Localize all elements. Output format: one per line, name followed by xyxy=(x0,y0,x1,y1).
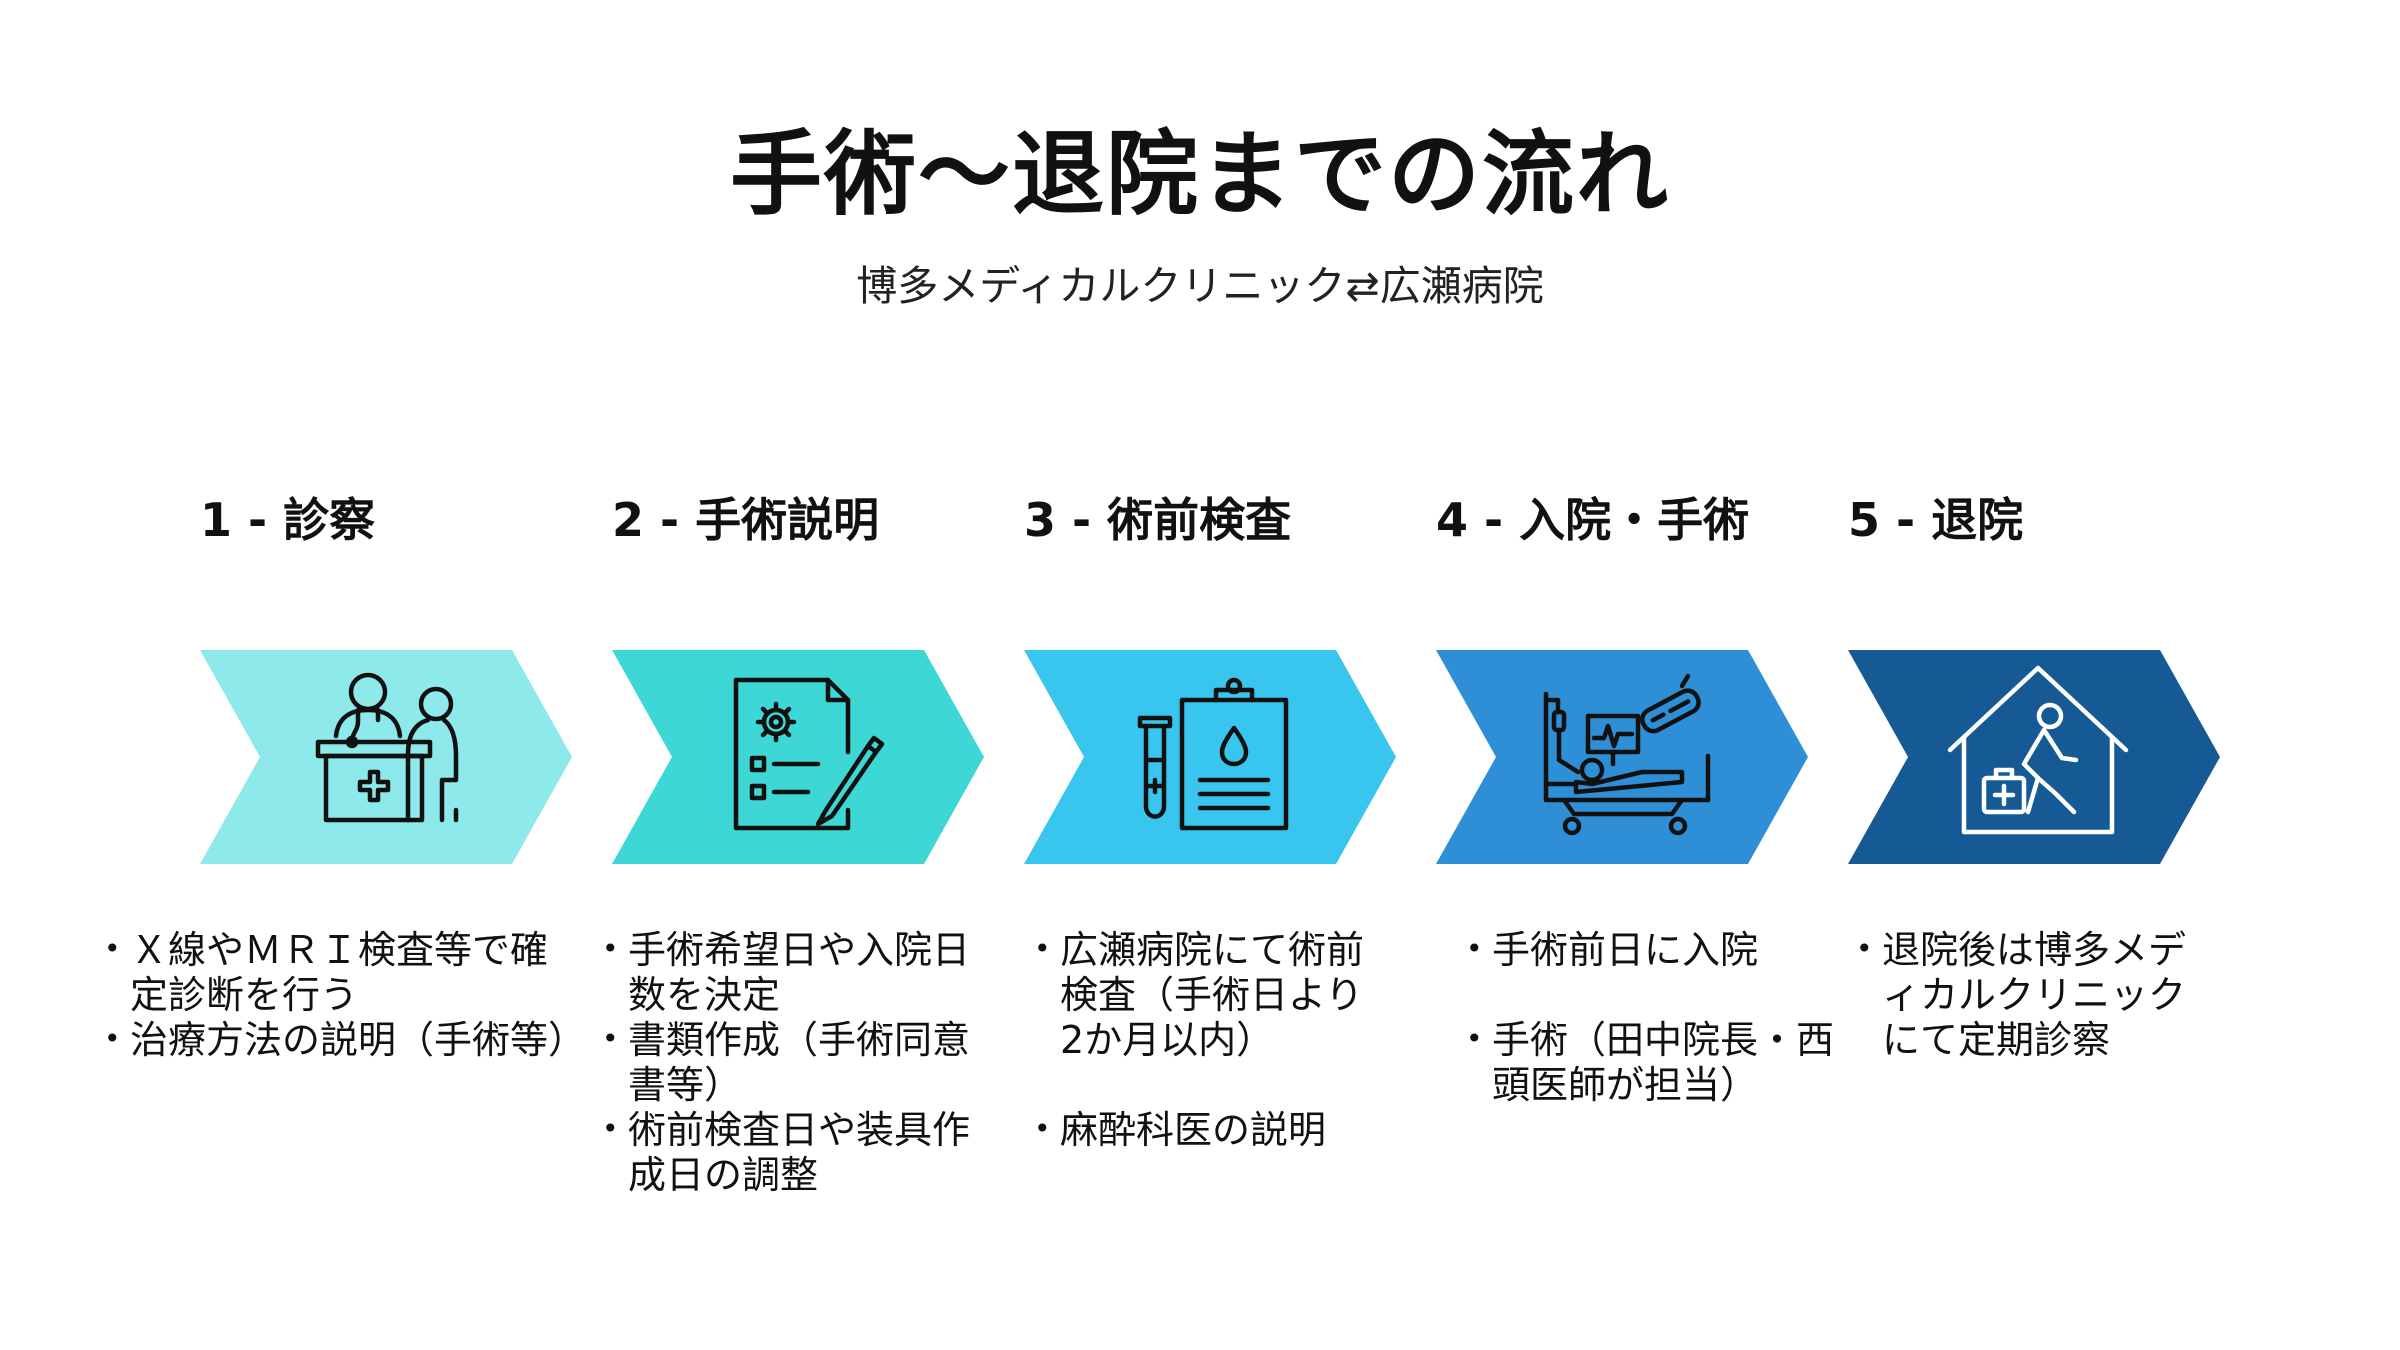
step-2: 2 - 手術説明 手術希望日や入院日数を決定 xyxy=(602,0,1032,1350)
step-bullets: 退院後は博多メディカルクリニックにて定期診察 xyxy=(1856,926,2216,1063)
list-item: 手術（田中院長・西頭医師が担当） xyxy=(1466,1016,1856,1108)
step-4: 4 - 入院・手術 xyxy=(1436,0,1856,1350)
step-bullets: 手術前日に入院 手術（田中院長・西頭医師が担当） xyxy=(1466,926,1856,1108)
list-item: 退院後は博多メディカルクリニックにて定期診察 xyxy=(1856,926,2216,1063)
step-chevron xyxy=(1436,650,1808,864)
page-title: 手術〜退院までの流れ xyxy=(729,121,1670,228)
step-bullets: Ｘ線やＭＲＩ検査等で確定診断を行う 治療方法の説明（手術等） xyxy=(104,926,586,1063)
blood-test-clipboard-icon xyxy=(1120,660,1310,850)
step-1: 1 - 診察 Ｘ線やＭＲＩ検査等で確定診断を行う xyxy=(104,0,620,1350)
hospital-bed-icon xyxy=(1532,660,1722,850)
list-item: 治療方法の説明（手術等） xyxy=(104,1016,586,1063)
list-item: 書類作成（手術同意書等） xyxy=(602,1016,1002,1108)
step-5: 5 - 退院 退院後は博多メディカルクリニックにて定期診察 xyxy=(1848,0,2268,1350)
step-chevron xyxy=(612,650,984,864)
step-label: 3 - 術前検査 xyxy=(1024,493,1292,547)
step-3: 3 - 術前検査 広瀬病院にて術前検査（手術日より2か月以内） 麻酔科医の説明 xyxy=(1024,0,1444,1350)
step-label: 2 - 手術説明 xyxy=(612,493,880,547)
list-item: Ｘ線やＭＲＩ検査等で確定診断を行う xyxy=(104,926,574,1018)
step-chevron xyxy=(1848,650,2220,864)
step-chevron xyxy=(1024,650,1396,864)
step-label: 5 - 退院 xyxy=(1848,493,2024,547)
list-item: 手術希望日や入院日数を決定 xyxy=(602,926,1002,1018)
step-label: 1 - 診察 xyxy=(200,493,376,547)
list-item: 麻酔科医の説明 xyxy=(1034,1106,1384,1153)
house-discharge-icon xyxy=(1944,660,2134,850)
list-item: 術前検査日や装具作成日の調整 xyxy=(602,1106,1002,1198)
step-bullets: 広瀬病院にて術前検査（手術日より2か月以内） 麻酔科医の説明 xyxy=(1034,926,1384,1153)
step-bullets: 手術希望日や入院日数を決定 書類作成（手術同意書等） 術前検査日や装具作成日の調… xyxy=(602,926,1002,1198)
document-pen-icon xyxy=(708,660,898,850)
list-item: 広瀬病院にて術前検査（手術日より2か月以内） xyxy=(1034,926,1384,1063)
list-item: 手術前日に入院 xyxy=(1466,926,1856,973)
page-subtitle: 博多メディカルクリニック⇄広瀬病院 xyxy=(856,262,1544,310)
doctor-consultation-icon xyxy=(296,660,486,850)
step-label: 4 - 入院・手術 xyxy=(1436,493,1750,547)
